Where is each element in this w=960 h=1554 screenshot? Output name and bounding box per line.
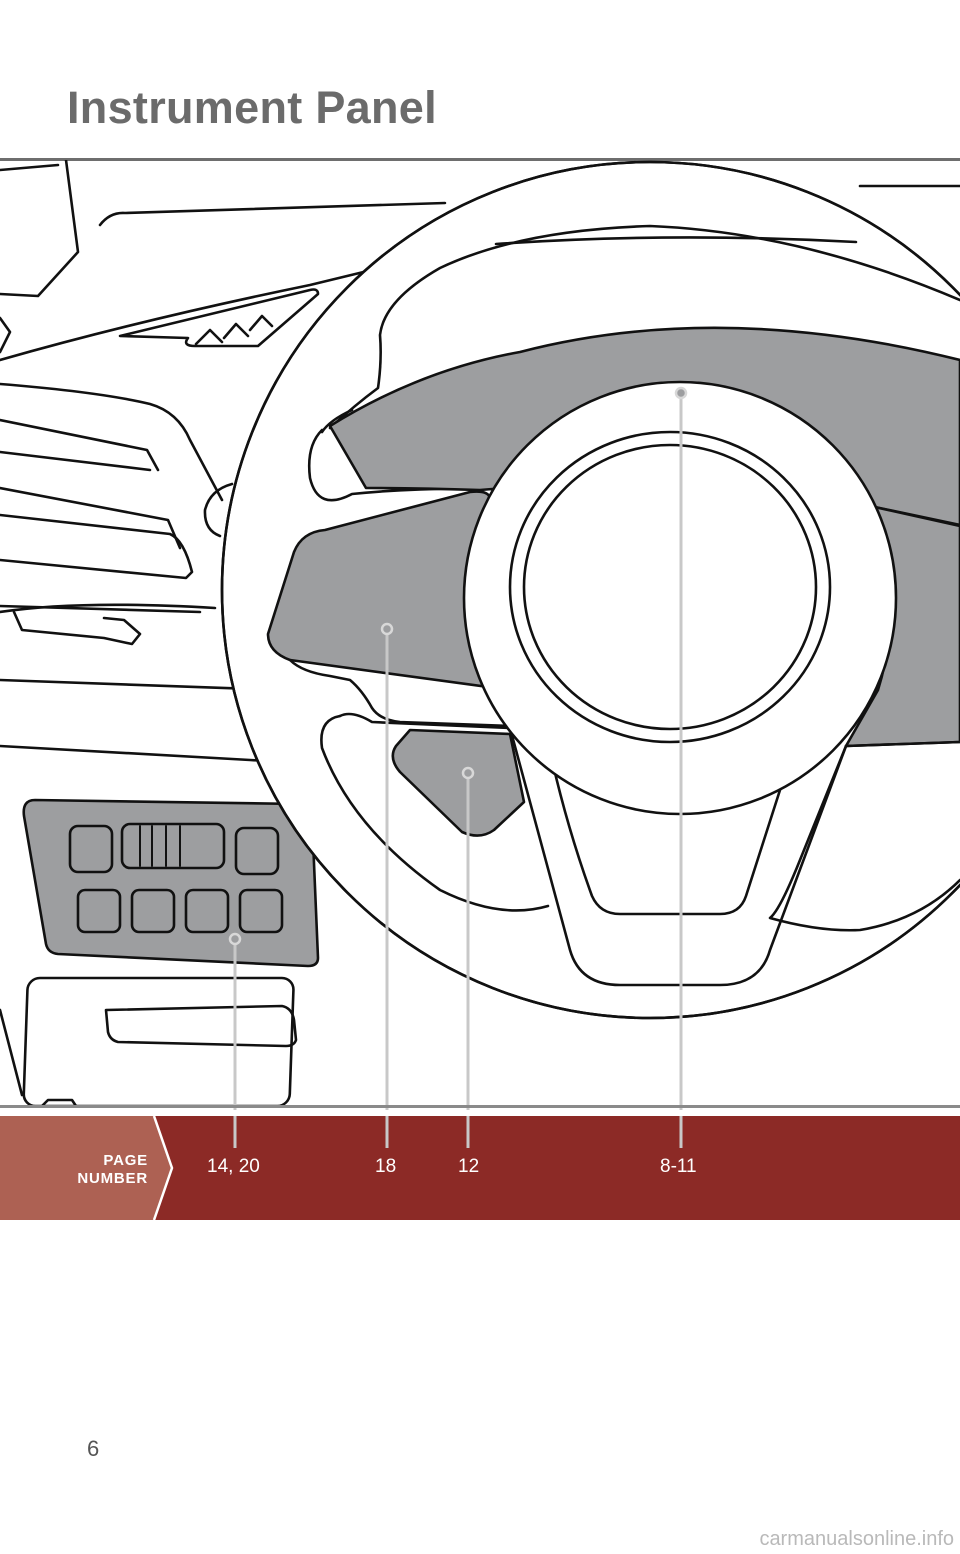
band-label-tab (0, 1116, 172, 1220)
callout-dot-switch-panel (228, 932, 242, 946)
callout-dot-lower-control (461, 766, 475, 780)
callout-dot-instrument-cluster (674, 386, 688, 400)
title-rule (0, 158, 960, 161)
band-chevron (152, 1116, 174, 1220)
footer-watermark: carmanualsonline.info (759, 1528, 954, 1550)
page-number-label-line1: PAGE (103, 1152, 148, 1169)
callout-dots (228, 386, 688, 946)
page-folio: 6 (87, 1436, 100, 1461)
switch-panel (22, 798, 320, 968)
callout-leaders (233, 398, 683, 1110)
page-number-band (0, 1116, 960, 1220)
callout-page-instrument-cluster[interactable]: 8-11 (660, 1156, 697, 1177)
callout-page-switch-panel[interactable]: 14, 20 (207, 1156, 260, 1177)
illustration-bottom-rule (0, 1105, 960, 1108)
page-title: Instrument Panel (67, 82, 437, 133)
dashboard-outline (0, 160, 960, 1108)
instrument-panel-illustration (0, 160, 960, 1110)
callout-page-steering-controls[interactable]: 18 (375, 1156, 397, 1177)
page-number-label-line2: NUMBER (77, 1170, 148, 1187)
callout-page-lower-control[interactable]: 12 (458, 1156, 480, 1177)
page-number-label: PAGE NUMBER (40, 1152, 148, 1188)
callout-dot-steering-controls (380, 622, 394, 636)
band-leaders (233, 1116, 683, 1148)
